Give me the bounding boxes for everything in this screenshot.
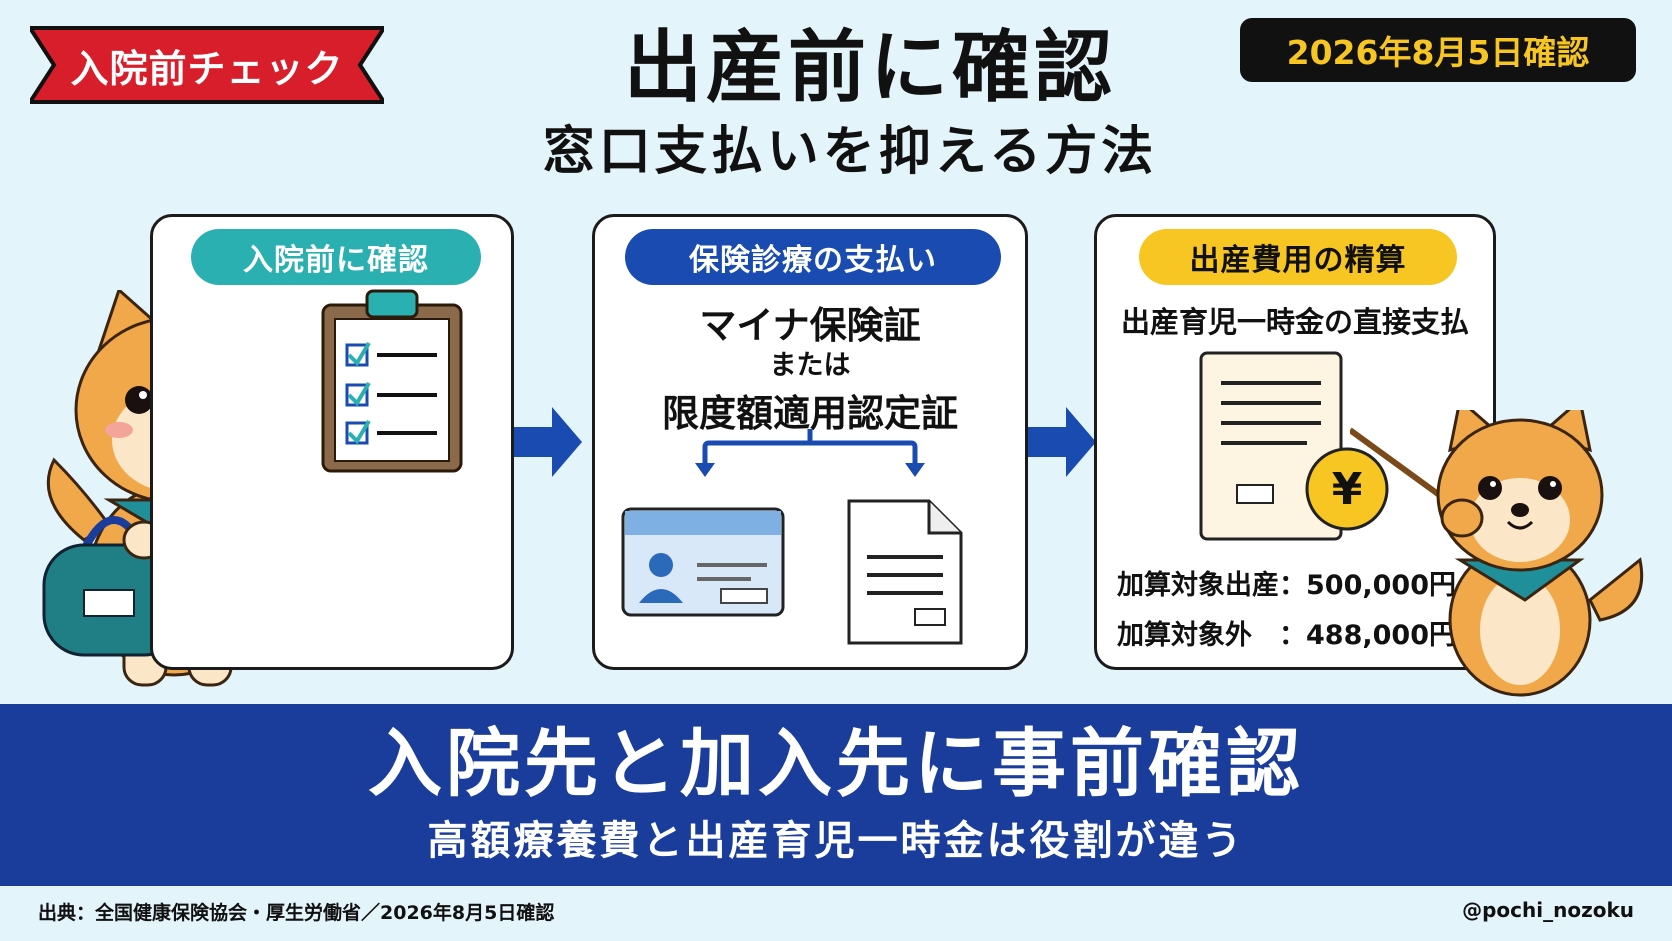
my-number-card-label: マイナ保険証 <box>699 304 921 347</box>
date-badge: 2026年8月5日確認 <box>1240 18 1636 82</box>
source-citation: 出典：全国健康保険協会・厚生労働省／2026年8月5日確認 <box>38 902 555 924</box>
amount-covered: 加算対象出産：500,000円 <box>1117 570 1456 601</box>
document-icon <box>847 499 963 645</box>
bottom-banner: 入院先と加入先に事前確認 高額療養費と出産育児一時金は役割が違う <box>0 704 1672 886</box>
ribbon-shape <box>30 26 384 104</box>
header-ribbon: 入院前チェック <box>30 22 384 108</box>
amount-not-covered: 加算対象外 ：488,000円 <box>1117 620 1456 651</box>
limit-certificate-label: 限度額適用認定証 <box>662 392 958 435</box>
page-title: 出産前に確認 <box>623 23 1116 113</box>
panel-3-pill: 出産費用の精算 <box>1139 229 1457 285</box>
shiba-dog-right-illustration <box>1350 410 1644 697</box>
panel-birth-cost: 出産費用の精算 出産育児一時金の直接支払 ¥ 加算対象出産：500,000円 加… <box>1094 214 1496 670</box>
clipboard-checklist-icon <box>321 289 463 473</box>
author-handle: @pochi_nozoku <box>1462 898 1634 922</box>
or-label: または <box>769 350 851 381</box>
panel-1-pill: 入院前に確認 <box>191 229 481 285</box>
ribbon-label: 入院前チェック <box>70 46 344 91</box>
banner-subline: 高額療養費と出産育児一時金は役割が違う <box>427 818 1245 864</box>
svg-text:¥: ¥ <box>1332 464 1363 515</box>
panel-2-pill: 保険診療の支払い <box>625 229 1001 285</box>
arrow-right-icon-2 <box>1028 407 1096 477</box>
yen-document-icon: ¥ <box>1199 351 1389 541</box>
id-card-icon <box>621 507 785 617</box>
panel-insurance-payment: 保険診療の支払い マイナ保険証 または 限度額適用認定証 <box>592 214 1028 670</box>
arrow-right-icon <box>514 407 582 477</box>
banner-headline: 入院先と加入先に事前確認 <box>368 721 1304 807</box>
direct-payment-label: 出産育児一時金の直接支払 <box>1120 305 1469 339</box>
page-subtitle: 窓口支払いを抑える方法 <box>542 122 1158 182</box>
split-arrow-icon <box>695 429 925 477</box>
panel-pre-admission: 入院前に確認 <box>150 214 514 670</box>
